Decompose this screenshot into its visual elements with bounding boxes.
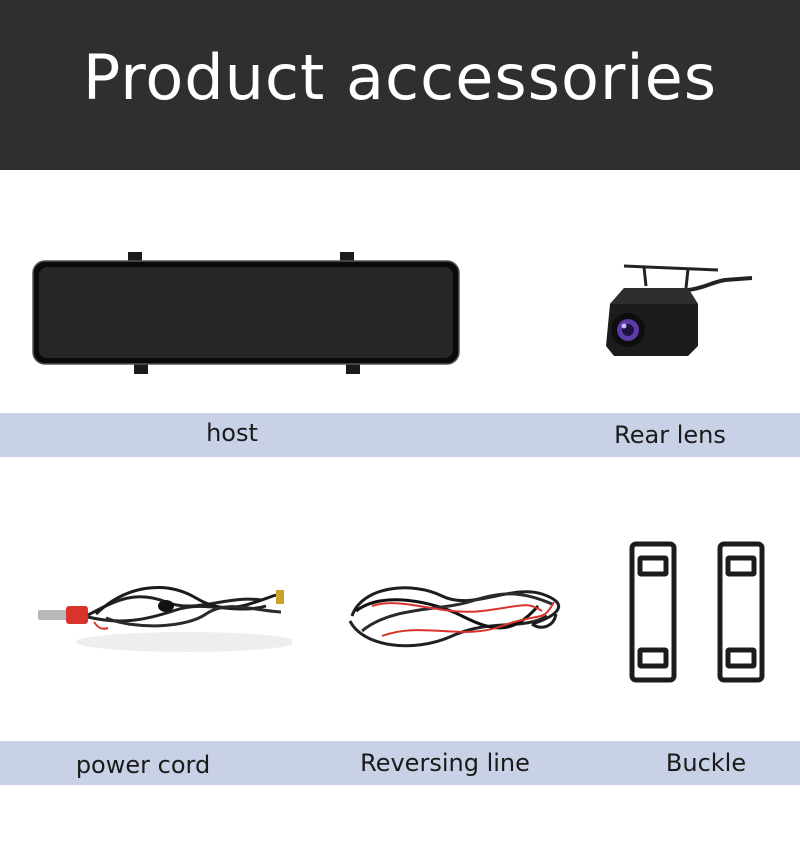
accessory-label-host: host (206, 419, 258, 447)
mirror-host-icon (30, 248, 462, 376)
rubber-buckle-icon (628, 540, 770, 684)
accessory-label-buckle: Buckle (665, 749, 747, 777)
accessory-label-power-cord: power cord (75, 751, 211, 779)
page-title: Product accessories (82, 40, 718, 114)
power-cord-icon (36, 570, 292, 662)
accessory-label-reversing-line: Reversing line (360, 749, 530, 777)
accessory-label-rear-lens: Rear lens (614, 421, 726, 449)
reversing-cable-icon (342, 576, 562, 660)
rear-camera-icon (600, 262, 755, 358)
page-header: Product accessories (0, 0, 800, 170)
label-band-bottom (0, 741, 800, 785)
label-band-top (0, 413, 800, 457)
